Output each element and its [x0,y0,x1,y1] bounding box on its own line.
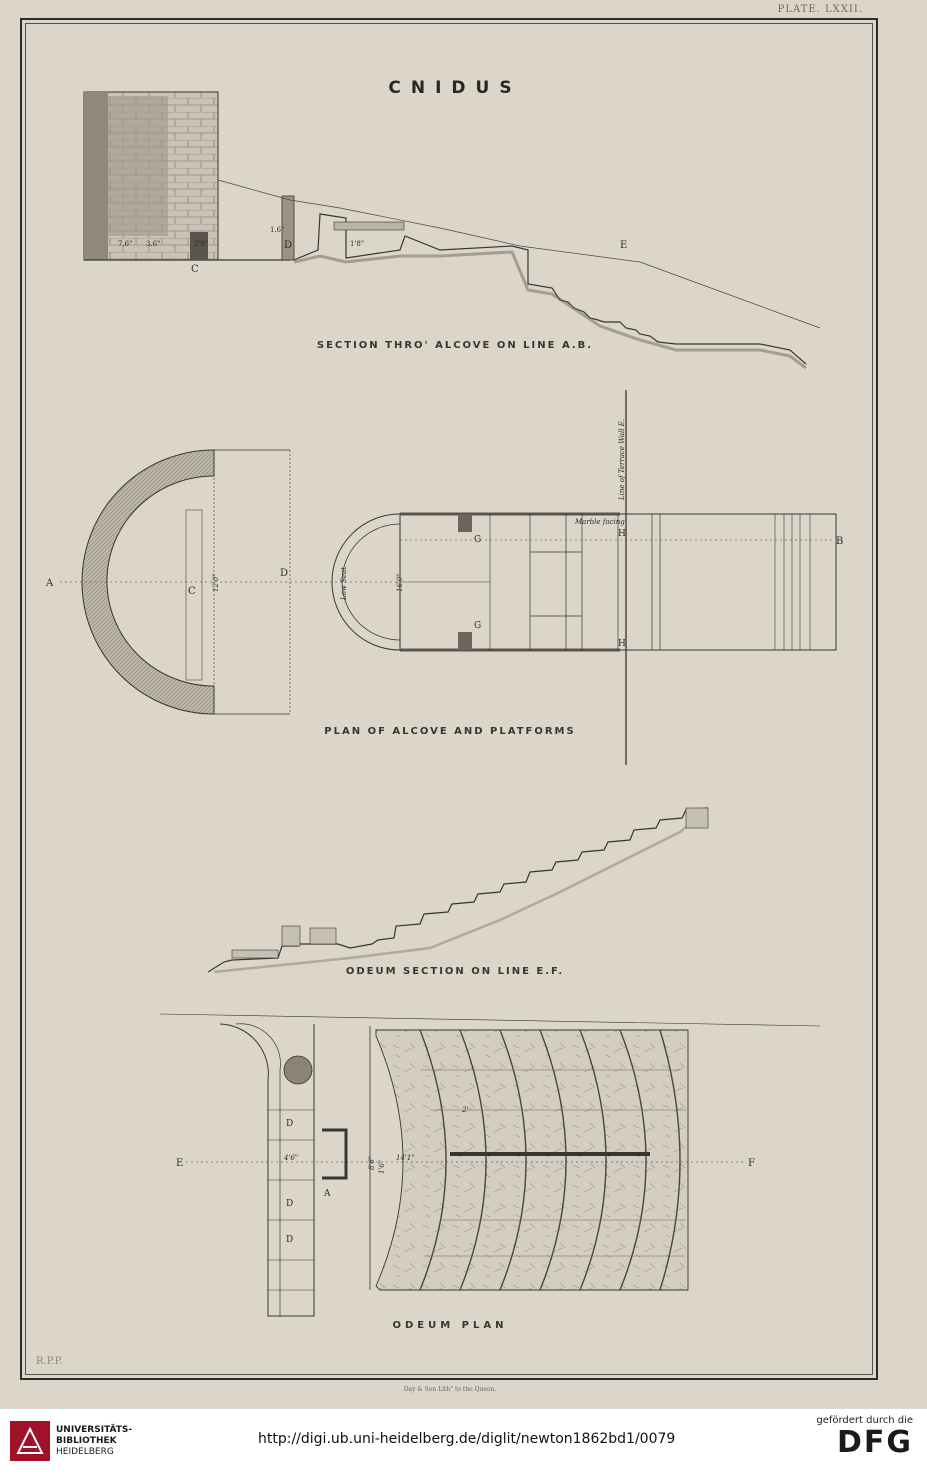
odeum-section-profile [207,807,709,973]
odeum-column-base [283,1055,313,1085]
odeum-dim-vert2: 1'6" [378,1160,386,1174]
plan-alcove-drawing: A B C D G G H H Marble facing Low Seat L… [45,390,843,765]
plate-number: PLATE. LXXII. [777,4,863,15]
plan-label-c: C [188,586,196,597]
odeum-plan-drawing: E F A D D D 4'6" 14'1" 2' 8'6" 1'6" [159,1013,821,1317]
plan-terrace-wall-label: Line of Terrace Wall E. [618,419,626,501]
caption-section-alcove: SECTION THRO' ALCOVE ON LINE A.B. [316,340,594,351]
plate-sheet: PLATE. LXXII. CNIDUS [20,4,878,1393]
odeum-section-drawing [207,807,709,974]
section-alcove-drawing: C D E 7.6" 3.6" 2'9" 1.6" 1'8" [83,91,821,370]
plate-title: CNIDUS [388,78,522,98]
plate-border-inner [25,23,873,1375]
library-emblem-icon [10,1421,50,1461]
section-label-d: D [284,240,292,251]
plan-label-g-top: G [474,535,481,545]
plan-label-d: D [280,568,288,579]
plan-alcove-apse [81,449,215,715]
library-name-line1: UNIVERSITÄTS- [56,1424,133,1435]
library-name-line3: HEIDELBERG [56,1446,114,1457]
plan-low-seat: Low Seat [340,567,348,601]
plan-label-a: A [45,578,54,589]
section-label-c: C [191,264,199,275]
lithographer-imprint: Day & Son Lith" to the Queen. [403,1386,497,1393]
odeum-label-e: E [176,1158,183,1169]
caption-odeum-plan: ODEUM PLAN [392,1320,508,1331]
section-dim-4: 1.6" [270,226,284,234]
library-logo[interactable]: UNIVERSITÄTS- BIBLIOTHEK HEIDELBERG [10,1419,132,1463]
odeum-dim-vert1: 8'6" [368,1156,376,1170]
odeum-central-gangway [450,1152,650,1156]
section-wall-dark [84,92,108,260]
viewer-footer: UNIVERSITÄTS- BIBLIOTHEK HEIDELBERG http… [0,1408,927,1474]
section-dim-5: 1'8" [350,240,364,248]
plan-label-h-bottom: H [618,639,626,649]
plan-dim-seat: 16'0" [396,573,404,592]
odeum-label-d3: D [286,1235,293,1245]
odeum-label-d1: D [286,1119,293,1129]
plan-label-g-bottom: G [474,621,481,631]
odeum-dim-left: 4'6" [283,1154,298,1162]
odeum-dim-mid: 14'1" [396,1154,415,1162]
plate-border-outer [20,18,878,1380]
section-wall-shade [108,96,168,236]
odeum-label-a: A [323,1189,331,1199]
plan-marble-facing: Marble facing [574,518,625,526]
engraving-drawings: C D E 7.6" 3.6" 2'9" 1.6" 1'8" [45,91,843,1317]
section-ground-line [217,179,821,329]
engraver-initials: R.P.P. [36,1356,63,1367]
section-dim-3: 2'9" [194,240,208,248]
caption-odeum-section: ODEUM SECTION ON LINE E.F. [345,966,565,977]
funding-text: gefördert durch die [816,1415,913,1426]
library-name-line2: BIBLIOTHEK [56,1435,117,1446]
permalink-url[interactable]: http://digi.ub.uni-heidelberg.de/diglit/… [258,1431,676,1447]
dfg-funding[interactable]: gefördert durch die DFG [816,1415,913,1460]
plan-dim-alcove: 12'0" [212,573,220,592]
section-dim-2: 3.6" [146,240,160,248]
library-name: UNIVERSITÄTS- BIBLIOTHEK HEIDELBERG [56,1425,132,1458]
caption-plan-alcove: PLAN OF ALCOVE AND PLATFORMS [324,726,576,737]
plan-label-h-top: H [618,529,626,539]
odeum-label-d2: D [286,1199,293,1209]
odeum-dim-seat: 2' [461,1106,468,1114]
plan-label-b: B [836,536,843,547]
odeum-label-f: F [748,1158,755,1169]
odeum-seating-area [375,1029,689,1291]
dfg-logo: DFG [836,1425,913,1460]
section-dim-1: 7.6" [118,240,132,248]
section-seat-block [190,232,208,260]
section-label-e: E [620,240,627,251]
